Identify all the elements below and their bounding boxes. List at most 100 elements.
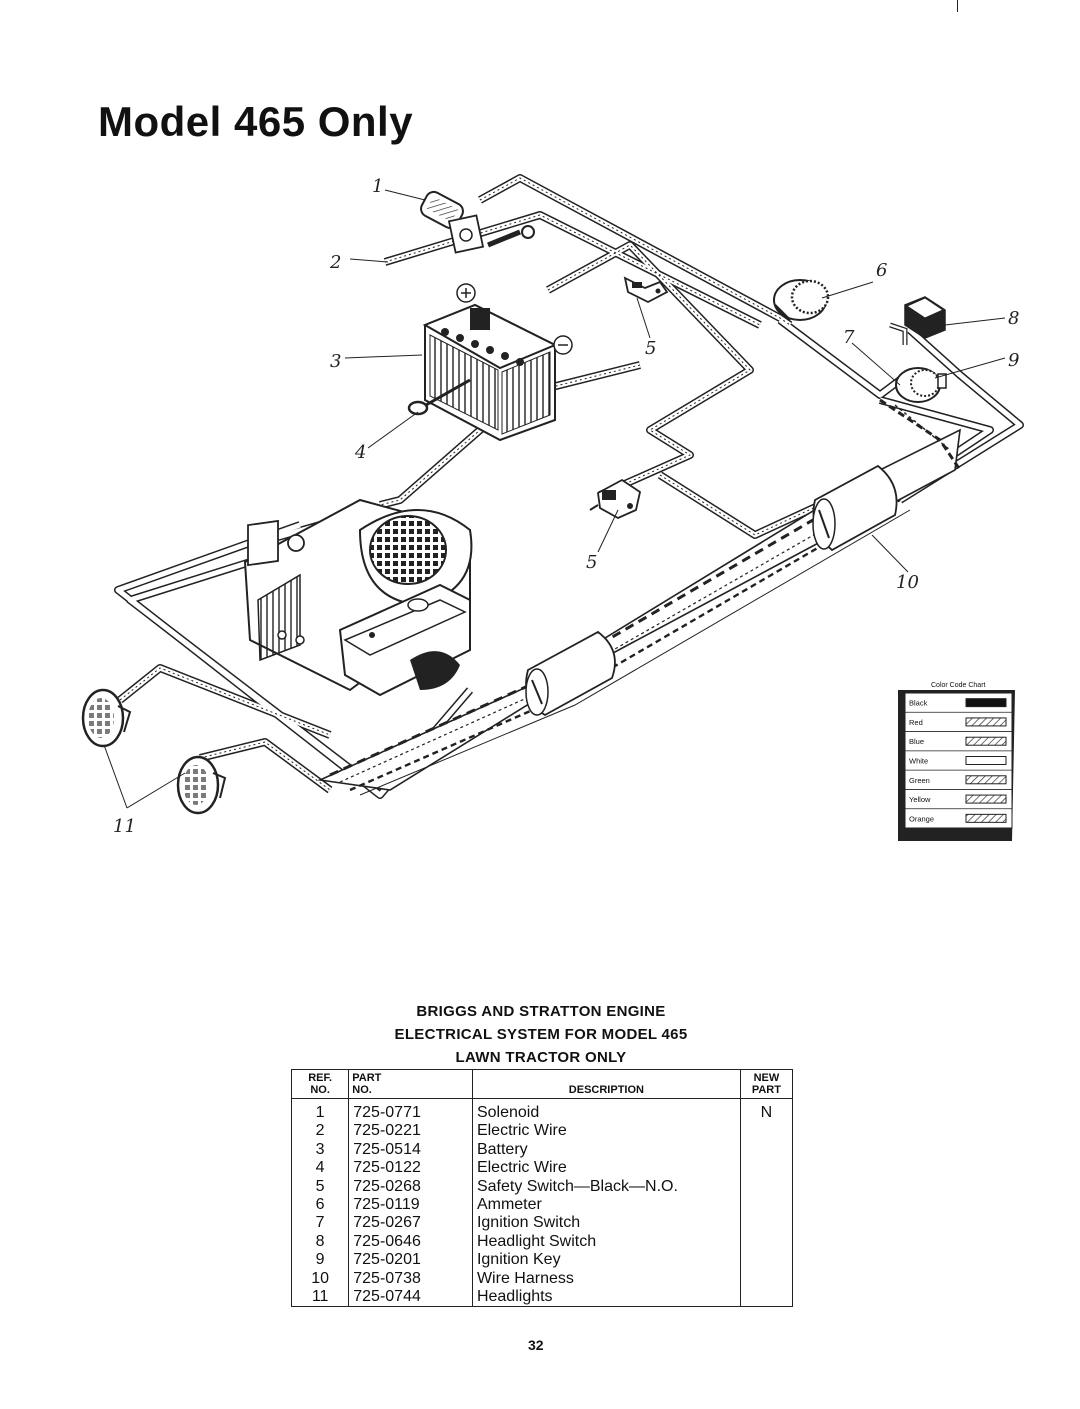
- new-part-cell: [739, 1177, 794, 1197]
- wiring-diagram: 1 2 3 4 5 5 6 7 8 9 10 11 Color Code Cha…: [81, 174, 1024, 841]
- callout-5-upper: 5: [645, 338, 656, 359]
- ref-cell: 5: [290, 1177, 350, 1197]
- leader-lines: [103, 189, 1006, 809]
- part-no-cell: 725-0119: [348, 1196, 473, 1215]
- headlight-left: [81, 688, 132, 748]
- description-cell: Solenoid: [471, 1098, 741, 1123]
- new-part-cell: [739, 1196, 794, 1215]
- ref-cell: 4: [290, 1159, 350, 1178]
- header-ref-no: REF.NO.: [290, 1069, 350, 1099]
- callout-7: 7: [843, 327, 855, 348]
- legend-label-red: Red: [909, 718, 923, 727]
- page-number: 32: [528, 1337, 544, 1353]
- ref-cell: 11: [290, 1288, 350, 1308]
- legend-swatch-green: [965, 775, 1007, 785]
- safety-switch-lower: [589, 478, 642, 520]
- ref-cell: 3: [290, 1140, 350, 1160]
- legend-label-blue: Blue: [909, 737, 924, 746]
- battery: [422, 283, 573, 442]
- description-cell: Electric Wire: [471, 1159, 741, 1178]
- part-no-cell: 725-0267: [348, 1214, 473, 1233]
- new-part-cell: [739, 1122, 794, 1141]
- callout-9: 9: [1008, 350, 1019, 371]
- legend-swatch-white: [965, 756, 1007, 765]
- harness-sleeve-rear: [812, 464, 898, 552]
- solenoid: [420, 190, 535, 254]
- legend-swatch-orange: [965, 813, 1007, 823]
- part-no-cell: 725-0738: [348, 1269, 473, 1289]
- legend-label-black: Black: [909, 699, 928, 708]
- part-no-cell: 725-0122: [348, 1159, 473, 1178]
- color-chart-title: Color Code Chart: [931, 682, 986, 689]
- legend-label-orange: Orange: [909, 814, 934, 823]
- parts-heading-line-1: BRIGGS AND STRATTON ENGINE: [416, 1003, 666, 1020]
- ref-cell: 6: [290, 1196, 350, 1215]
- new-part-cell: [739, 1251, 794, 1270]
- new-part-cell: [739, 1288, 794, 1308]
- legend-swatch-blue: [965, 736, 1007, 746]
- description-cell: Electric Wire: [471, 1122, 741, 1141]
- new-part-cell: [739, 1232, 794, 1252]
- legend-label-yellow: Yellow: [909, 795, 931, 804]
- callout-2: 2: [329, 252, 341, 273]
- part-no-cell: 725-0221: [348, 1122, 473, 1141]
- ammeter: [773, 279, 830, 321]
- ref-cell: 9: [290, 1251, 350, 1270]
- callout-1: 1: [372, 176, 383, 197]
- description-cell: Headlights: [471, 1288, 741, 1308]
- description-cell: Ammeter: [471, 1196, 741, 1215]
- part-no-cell: 725-0201: [348, 1251, 473, 1270]
- safety-switch-upper: [623, 276, 669, 304]
- part-no-cell: 725-0771: [348, 1098, 473, 1123]
- description-cell: Ignition Key: [471, 1251, 741, 1270]
- new-part-cell: [739, 1214, 794, 1233]
- ring-terminal: [407, 378, 471, 416]
- callout-4: 4: [354, 442, 366, 463]
- new-part-cell: N: [739, 1098, 794, 1123]
- parts-heading-line-2: ELECTRICAL SYSTEM FOR MODEL 465: [394, 1026, 688, 1043]
- legend-swatch-black: [965, 698, 1007, 708]
- new-part-cell: [739, 1159, 794, 1178]
- new-part-cell: [739, 1269, 794, 1289]
- callout-5-lower: 5: [586, 552, 597, 573]
- part-no-cell: 725-0646: [348, 1232, 473, 1252]
- ignition-switch: [895, 367, 947, 403]
- color-code-chart: Color Code Chart BlackRedBlueWhiteGreenY…: [898, 682, 1015, 841]
- part-no-cell: 725-0268: [348, 1177, 473, 1197]
- ref-cell: 2: [290, 1122, 350, 1141]
- ref-cell: 8: [290, 1232, 350, 1252]
- description-cell: Wire Harness: [471, 1269, 741, 1289]
- ref-cell: 1: [290, 1098, 350, 1123]
- callout-3: 3: [330, 351, 341, 372]
- description-cell: Ignition Switch: [471, 1214, 741, 1233]
- ref-cell: 7: [290, 1214, 350, 1233]
- description-cell: Battery: [471, 1140, 741, 1160]
- headlight-right: [176, 755, 227, 815]
- wire-harness: [317, 398, 962, 796]
- new-part-cell: [739, 1140, 794, 1160]
- header-description: DESCRIPTION: [471, 1069, 741, 1099]
- page-title: Model 465 Only: [98, 98, 414, 145]
- page-edge-mark: [957, 0, 958, 12]
- headlight-switch: [889, 296, 946, 345]
- callout-labels: 1 2 3 4 5 5 6 7 8 9 10 11: [113, 176, 1019, 837]
- description-cell: Safety Switch—Black—N.O.: [471, 1177, 741, 1197]
- callout-6: 6: [876, 260, 887, 281]
- part-no-cell: 725-0514: [348, 1140, 473, 1160]
- callout-8: 8: [1008, 308, 1019, 329]
